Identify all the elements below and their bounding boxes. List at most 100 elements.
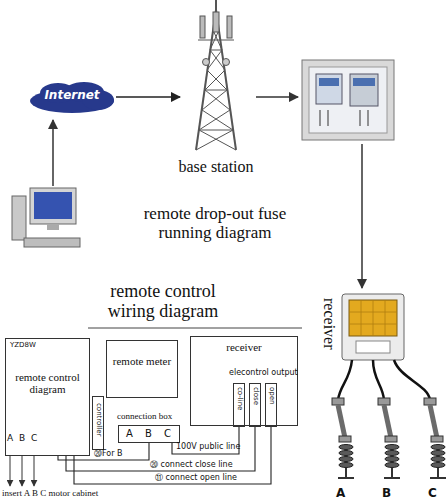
node-text: YZD8W [10, 342, 36, 350]
solar-panel [349, 300, 397, 336]
fuse-bracket [338, 468, 354, 478]
computer-screen [34, 192, 72, 219]
edge-label: 100V public line [176, 443, 240, 452]
cabinet-body [302, 60, 394, 140]
insulator-disc [385, 457, 399, 462]
meter-display [319, 78, 339, 86]
tower-node: base station [180, 4, 252, 176]
cable [373, 360, 384, 400]
fuse-contact [424, 398, 436, 405]
tower-illustration [196, 0, 236, 150]
controller-box: controller [92, 396, 104, 450]
terminal-label: A [7, 434, 13, 444]
computer-monitor [30, 188, 76, 224]
node-text: co-line [235, 387, 243, 410]
phase-label: C [428, 487, 437, 500]
tower-crossbar [198, 40, 234, 130]
receiver-illustration [338, 294, 430, 400]
meter-display [353, 78, 375, 86]
insulator-disc [339, 445, 353, 450]
receiver-device: receiver [320, 290, 410, 366]
insulator-disc [431, 445, 445, 450]
fuse-tube [338, 405, 345, 438]
node-text: open [267, 387, 275, 404]
drop-out-fuse [378, 398, 400, 478]
fuse-tube [384, 405, 391, 438]
terminal-label: A [126, 428, 133, 439]
insulator-disc [339, 457, 353, 462]
edge-label: ⑳For B [94, 450, 123, 459]
receiver-case [342, 294, 404, 360]
node-text: receiver [320, 298, 338, 350]
motor-wire [22, 456, 23, 486]
node-text: remote control diagram [10, 371, 85, 395]
node-text: receiver [191, 341, 297, 353]
insulator-disc [431, 451, 445, 456]
insulator-disc [339, 463, 353, 468]
terminal-label: B [19, 434, 25, 444]
edge-label: ⑪ connect open line [155, 474, 237, 483]
flow-arrow [361, 144, 363, 288]
tower-antenna [227, 16, 232, 38]
tower-bracing [199, 30, 236, 150]
cable [338, 360, 352, 400]
note-label: insert A B C motor cabinet [2, 489, 98, 499]
meter-box: remote meter [106, 340, 178, 398]
computer-keyboard [24, 238, 80, 247]
computer-icon [12, 188, 80, 247]
terminal-column: close [249, 383, 261, 427]
flow-arrow [52, 120, 54, 186]
tower-dish [203, 59, 210, 66]
cloud-node: Internet [28, 80, 116, 114]
terminal-label: B [145, 428, 152, 439]
fuse-bracket [384, 468, 400, 478]
cabinet-illustration [302, 60, 394, 140]
tower-dish [223, 59, 230, 66]
node-text: elecontrol output [229, 369, 298, 378]
fuse-contact [378, 398, 390, 405]
meter-symbol [316, 74, 342, 104]
cabinet-wire [320, 110, 368, 126]
receiver-box: receiver elecontrol output co-line close ope… [190, 336, 298, 426]
insulator-disc [385, 463, 399, 468]
cabinet-panel [309, 67, 387, 133]
flow-arrow [116, 96, 180, 98]
cable [394, 360, 430, 400]
node-text: Internet [28, 89, 116, 102]
node-text: controller [94, 403, 102, 436]
panel-grid [349, 300, 397, 336]
motor-wire [34, 456, 35, 486]
remote-control-box: YZD8W remote control diagram [5, 338, 90, 456]
phase-label: A [336, 487, 345, 500]
terminal-label: C [164, 428, 171, 439]
fuse-contact [385, 436, 397, 442]
diagram-caption: remote control wiring diagram [88, 282, 238, 322]
insulator-disc [431, 463, 445, 468]
fuse-tube [430, 405, 437, 438]
tower-antenna [200, 16, 205, 38]
drop-out-fuse [332, 398, 354, 478]
insulator-disc [339, 451, 353, 456]
fuse-contact [339, 436, 351, 442]
node-text: connection box [117, 412, 172, 422]
terminal-column: co-line [233, 383, 245, 427]
terminal-column: open [265, 383, 277, 427]
terminal-label: C [31, 434, 37, 444]
insulator-disc [385, 445, 399, 450]
meter-symbol [350, 74, 378, 106]
motor-wire [10, 456, 11, 486]
insulator-disc [431, 457, 445, 462]
tower-antenna [213, 12, 219, 32]
node-text: close [251, 387, 259, 405]
node-text: remote meter [111, 355, 173, 367]
edge-label: ⑳ connect close line [150, 461, 233, 470]
receiver-port [356, 341, 390, 353]
fuse-bracket [430, 468, 446, 478]
tower-bracing [196, 30, 233, 150]
phase-label: B [382, 487, 391, 500]
node-text: base station [156, 158, 276, 176]
title-rule [88, 328, 302, 329]
computer-case [12, 196, 26, 240]
fuse-contact [431, 436, 443, 442]
